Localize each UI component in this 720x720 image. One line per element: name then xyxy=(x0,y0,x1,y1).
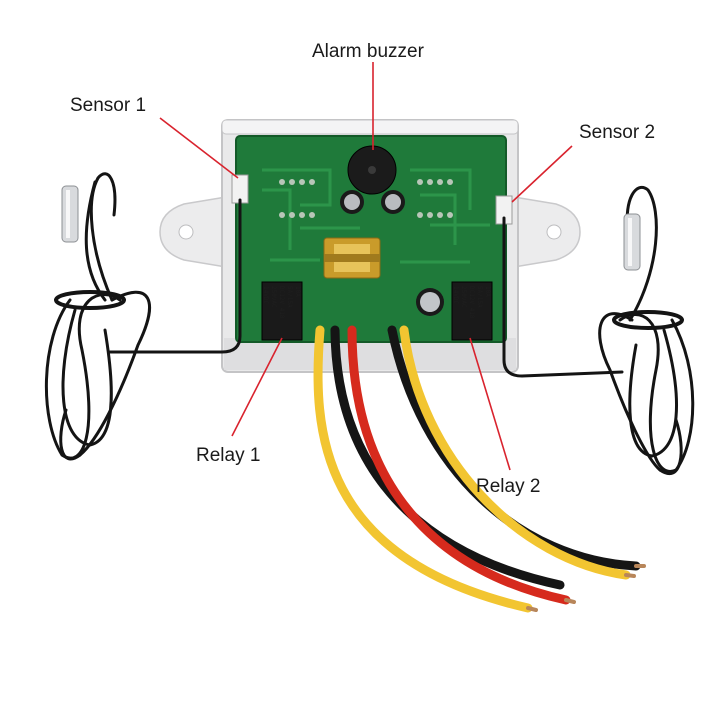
relay-2-print-line: 14VDC xyxy=(452,286,459,304)
capacitor-right xyxy=(381,190,405,214)
sensor-2-label: Sensor 2 xyxy=(579,122,655,143)
mounting-ear-right xyxy=(507,195,581,269)
callout-line-relay-2 xyxy=(469,337,511,471)
wire-red xyxy=(347,325,571,605)
sensor-2-probe-tip xyxy=(623,213,641,271)
alarm-buzzer-label: Alarm buzzer xyxy=(312,41,425,62)
enclosure-rim xyxy=(221,119,519,135)
mounting-hole-right xyxy=(546,224,562,240)
relay-1-print-line: 14VDC xyxy=(262,286,269,304)
capacitor-left xyxy=(340,190,364,214)
relay-1-print-line: 10A xyxy=(294,286,301,297)
transformer xyxy=(323,237,381,279)
sensor-1-probe-tip xyxy=(61,185,79,243)
alarm-buzzer-component xyxy=(347,145,397,195)
mounting-ear-left xyxy=(159,195,233,269)
relay-2-print-line: 10A xyxy=(484,286,491,297)
callout-line-sensor-1 xyxy=(159,117,239,179)
wire-yellow-2 xyxy=(399,325,631,580)
relay-1-component: 10A 5A/15A DC12V 418 250VAC 14VDC xyxy=(261,281,303,341)
callout-line-relay-1 xyxy=(231,337,283,437)
relay-2-print-line: DC12V 418 xyxy=(468,286,475,319)
sensor-2-cable-tie xyxy=(612,310,684,330)
relay-1-print-line: 250VAC xyxy=(270,286,277,308)
capacitor-large xyxy=(416,288,444,316)
sensor-1-cable-tie xyxy=(54,290,126,310)
wire-yellow-1 xyxy=(313,325,533,613)
relay-1-print-line: DC12V 418 xyxy=(278,286,285,319)
mounting-hole-left xyxy=(178,224,194,240)
wire-ends xyxy=(526,564,646,612)
relay-2-print-line: 5A/15A xyxy=(476,286,483,308)
relay-1-label: Relay 1 xyxy=(196,445,260,466)
sensor-1-label: Sensor 1 xyxy=(70,95,146,116)
enclosure-lower-lip xyxy=(224,338,516,370)
relay-2-label: Relay 2 xyxy=(476,476,540,497)
callout-line-sensor-2 xyxy=(511,145,573,203)
relay-2-print-line: 250VAC xyxy=(460,286,467,308)
output-wires xyxy=(313,325,641,613)
sensor-1-probe-assembly xyxy=(44,172,242,461)
callout-lines xyxy=(159,62,573,471)
relay-2-component: 10A 5A/15A DC12V 418 250VAC 14VDC xyxy=(451,281,493,341)
relay-1-print-line: 5A/15A xyxy=(286,286,293,308)
sensor-2-probe-assembly xyxy=(502,186,695,475)
